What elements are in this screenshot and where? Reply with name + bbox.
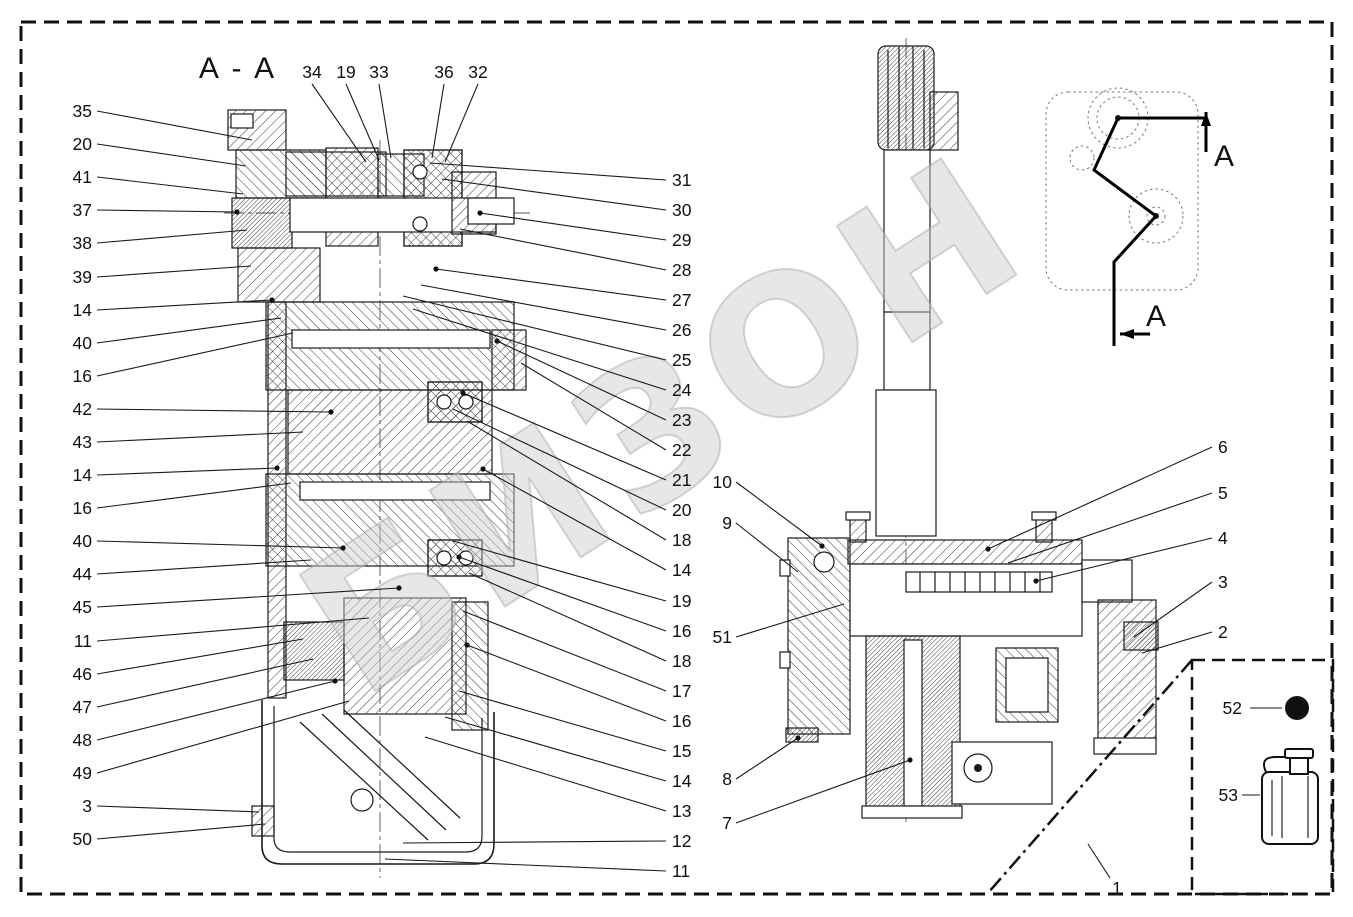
callout-label: 22: [672, 440, 691, 460]
callout-label: 40: [73, 531, 93, 551]
callout-label: 4: [1218, 528, 1228, 548]
callout-label: 16: [73, 498, 92, 518]
callouts-top-row: 34 19 33 36 32: [302, 62, 487, 82]
callout-label: 17: [672, 681, 691, 701]
callout-label: 11: [74, 631, 92, 651]
callout-label: 5: [1218, 483, 1228, 503]
callout-label: 15: [672, 741, 691, 761]
callout-label: 24: [672, 380, 692, 400]
callouts-right-column: 31 30 29 28 27 26 25 24 23 22 21 20 18 1…: [672, 170, 692, 881]
callout-label: 39: [73, 267, 92, 287]
section-cut-line: [1092, 112, 1211, 346]
callouts-right-view: 10 9 51 8 7 6 5 4 3 2 1: [713, 437, 1228, 898]
callout-label: 7: [722, 813, 732, 833]
callout-label: 18: [672, 651, 691, 671]
callout-label: 49: [73, 763, 92, 783]
callout-label: 31: [672, 170, 691, 190]
callout-label: 9: [722, 513, 732, 533]
callout-label: 16: [73, 366, 92, 386]
callout-label: 20: [672, 500, 692, 520]
callout-label: 12: [672, 831, 691, 851]
callout-label: 43: [73, 432, 92, 452]
callout-label: 38: [73, 233, 92, 253]
page-border: [19, 20, 1334, 896]
callout-label: 42: [73, 399, 92, 419]
callout-label: 41: [73, 167, 92, 187]
oil-canister-icon: [1261, 748, 1319, 845]
callout-label: 27: [672, 290, 691, 310]
callout-label: 48: [73, 730, 92, 750]
legend-item-number: 52: [1223, 698, 1242, 718]
callout-label: 19: [672, 591, 691, 611]
callout-label: 16: [672, 711, 691, 731]
callout-label: 10: [713, 472, 733, 492]
callout-label: 33: [369, 62, 388, 82]
legend-box: [987, 658, 1335, 896]
leader-lines-top-row: [311, 83, 479, 163]
callout-label: 51: [713, 627, 732, 647]
section-arrow-label-top: A: [1214, 140, 1234, 173]
callout-label: 36: [434, 62, 453, 82]
legend-labels: 52 53: [1219, 698, 1242, 805]
callout-label: 14: [73, 465, 93, 485]
callout-label: 46: [73, 664, 92, 684]
callout-label: 21: [672, 470, 691, 490]
callout-label: 34: [302, 62, 322, 82]
callouts-left-column: 35 20 41 37 38 39 14 40 16 42 43 14 16 4…: [73, 101, 93, 849]
legend-callout-line: [987, 659, 1193, 894]
callout-label: 25: [672, 350, 691, 370]
callout-label: 11: [672, 861, 690, 881]
callout-label: 14: [73, 300, 93, 320]
callout-label: 2: [1218, 622, 1228, 642]
left-section-drawing: [224, 109, 530, 878]
callout-label: 40: [73, 333, 93, 353]
callout-label: 14: [672, 560, 692, 580]
callout-label: 18: [672, 530, 691, 550]
callout-label: 47: [73, 697, 92, 717]
callout-label: 44: [73, 564, 93, 584]
callout-label: 37: [73, 200, 92, 220]
callout-label: 30: [672, 200, 692, 220]
callout-label: 16: [672, 621, 691, 641]
filled-circle-icon: [1285, 696, 1309, 720]
leader-lines-right-view: [735, 446, 1282, 879]
section-title: A - A: [199, 52, 277, 85]
callout-label: 29: [672, 230, 691, 250]
leader-lines-left-column: [96, 110, 402, 840]
callout-label: 14: [672, 771, 692, 791]
callout-label: 1: [1112, 878, 1122, 898]
callout-label: 26: [672, 320, 691, 340]
callout-label: 8: [722, 769, 732, 789]
callout-label: 45: [73, 597, 92, 617]
callout-label: 19: [336, 62, 355, 82]
section-arrow-labels: A A: [1146, 140, 1234, 333]
legend-item-number: 53: [1219, 785, 1238, 805]
leader-lines-right-column: [384, 162, 667, 872]
callout-label: 6: [1218, 437, 1228, 457]
callout-label: 3: [1218, 572, 1228, 592]
callout-label: 13: [672, 801, 691, 821]
callout-label: 23: [672, 410, 691, 430]
section-arrow-label-bottom: A: [1146, 300, 1166, 333]
callout-label: 20: [73, 134, 93, 154]
callout-label: 32: [468, 62, 487, 82]
callout-label: 50: [73, 829, 93, 849]
callout-label: 35: [73, 101, 92, 121]
right-side-drawing: [779, 38, 1159, 822]
callout-label: 28: [672, 260, 691, 280]
callout-label: 3: [82, 796, 92, 816]
